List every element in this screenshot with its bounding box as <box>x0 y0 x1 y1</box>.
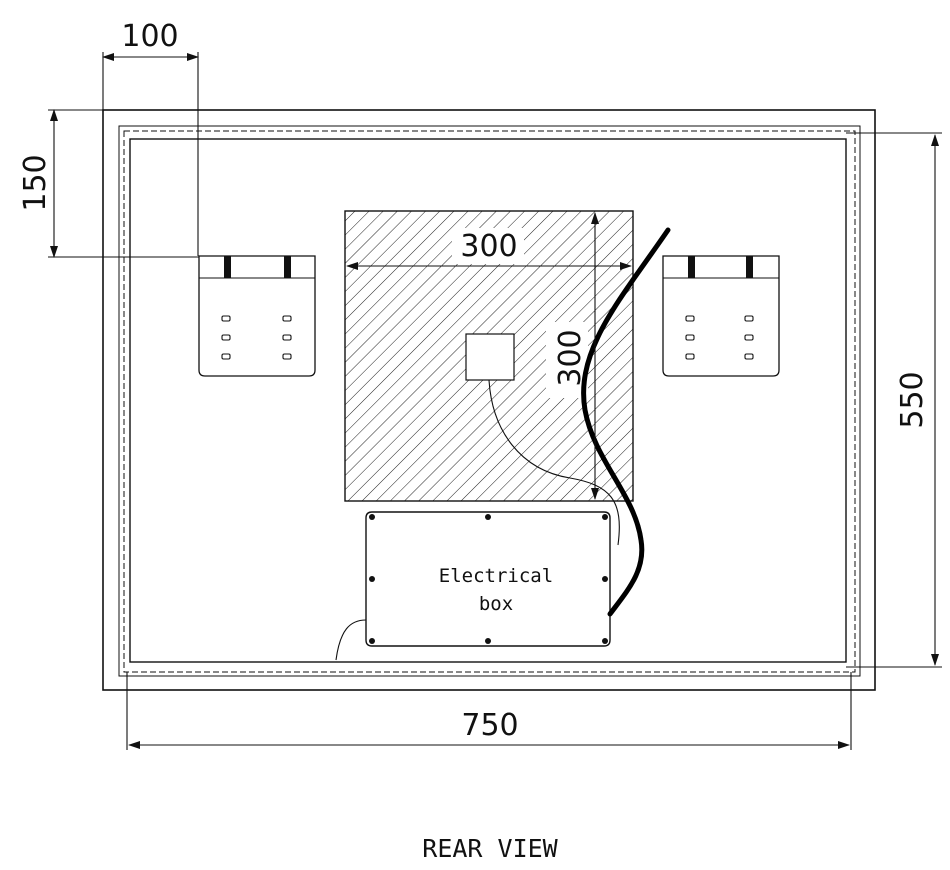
panel-width-label-bg <box>452 228 524 264</box>
dim-overall-height <box>846 132 942 668</box>
drawing-title: REAR VIEW <box>422 834 558 863</box>
box-screw <box>602 514 608 520</box>
box-screw <box>369 638 375 644</box>
outer-frame <box>102 109 876 691</box>
dim-label-100: 100 <box>121 19 178 54</box>
electrical-box-outline <box>365 511 611 647</box>
frame-line-2 <box>118 125 861 677</box>
bracket-left <box>198 255 316 377</box>
box-screw <box>369 576 375 582</box>
box-screw <box>369 514 375 520</box>
bracket-right <box>662 255 780 377</box>
box-screw <box>485 514 491 520</box>
electrical-box-label-line2: box <box>479 593 513 615</box>
electrical-box: Electrical box <box>365 511 611 647</box>
thin-wire-left <box>335 619 367 661</box>
dim-label-panel-width: 300 <box>460 229 517 264</box>
dim-label-150: 150 <box>18 154 53 211</box>
power-cable <box>581 227 671 617</box>
dim-overall-width <box>126 672 852 750</box>
inner-frame <box>129 138 847 663</box>
heating-panel <box>344 210 634 502</box>
panel-height-label-bg <box>546 322 588 398</box>
dim-label-750: 750 <box>461 708 518 743</box>
dim-label-panel-height: 300 <box>553 329 588 386</box>
box-screw <box>602 638 608 644</box>
center-plate <box>465 333 515 381</box>
dim-label-550: 550 <box>895 371 930 428</box>
mirror-frame <box>102 109 876 691</box>
dim-bracket-offset-x <box>102 52 199 256</box>
box-screw <box>602 576 608 582</box>
frame-dashed-line <box>123 130 856 673</box>
box-screw <box>485 638 491 644</box>
electrical-box-label-line1: Electrical <box>439 565 553 587</box>
dim-bracket-offset-y <box>48 109 199 258</box>
thin-wire-right <box>488 379 620 546</box>
